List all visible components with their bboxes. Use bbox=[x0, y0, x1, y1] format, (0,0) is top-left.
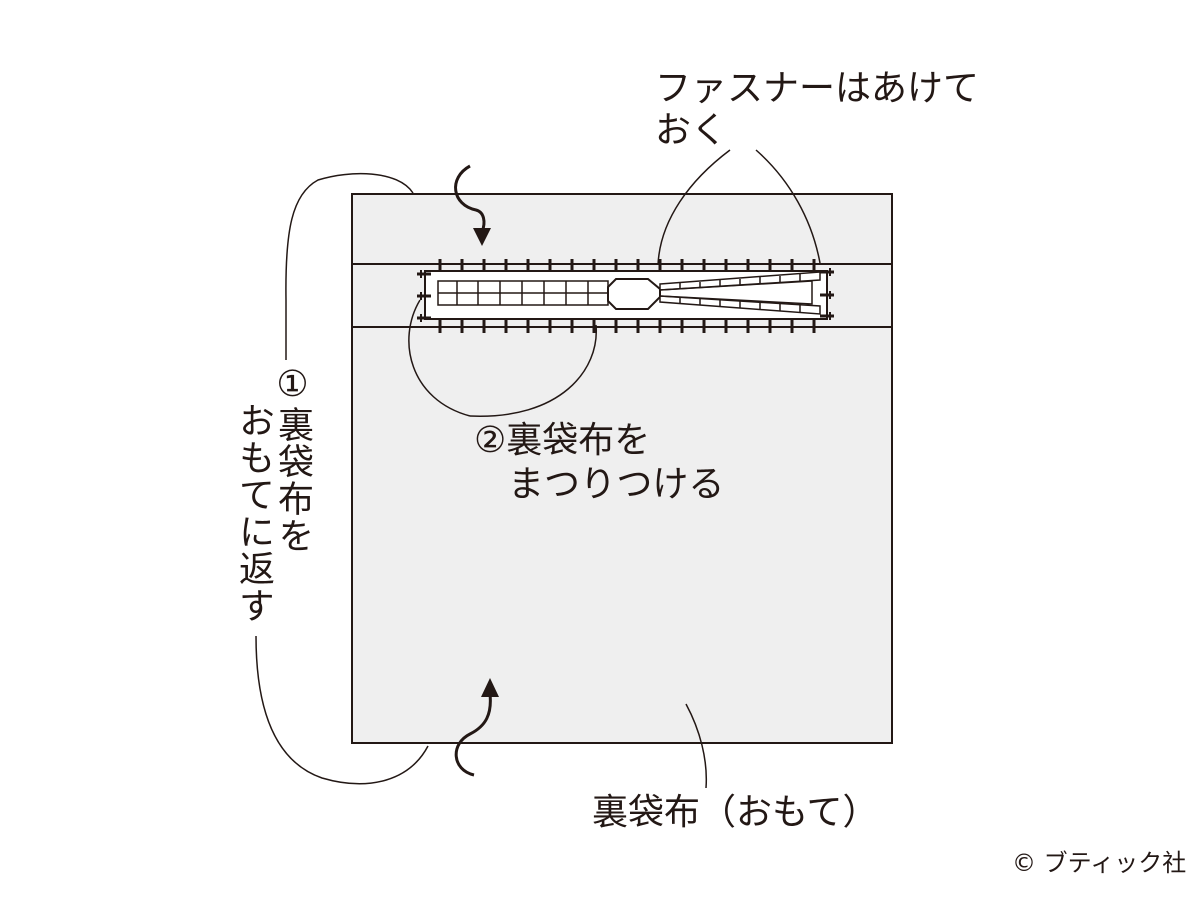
label-zipper-open-line1: ファスナーはあけて bbox=[655, 68, 980, 109]
label-step1-line1: ①裏袋布を bbox=[272, 364, 313, 554]
turn-arrow-top bbox=[454, 164, 491, 246]
label-step2-line1: ②裏袋布を bbox=[474, 420, 651, 461]
label-step2-line2: まつりつける bbox=[508, 464, 725, 505]
label-step1-line2: おもてに返す bbox=[233, 402, 274, 624]
leader-lines bbox=[255, 149, 821, 789]
stitches-sides bbox=[417, 268, 834, 322]
turn-arrow-bottom bbox=[454, 678, 499, 777]
label-lining-front: 裏袋布（おもて） bbox=[592, 792, 879, 833]
stitches-bottom bbox=[438, 319, 816, 333]
stitches-top bbox=[438, 259, 816, 271]
zipper-slider bbox=[607, 278, 661, 310]
zipper-teeth-open bbox=[659, 271, 821, 315]
zipper-teeth-closed bbox=[437, 280, 609, 306]
copyright-text: © ブティック社 bbox=[1012, 849, 1187, 877]
label-zipper-open-line2: おく bbox=[655, 110, 728, 151]
